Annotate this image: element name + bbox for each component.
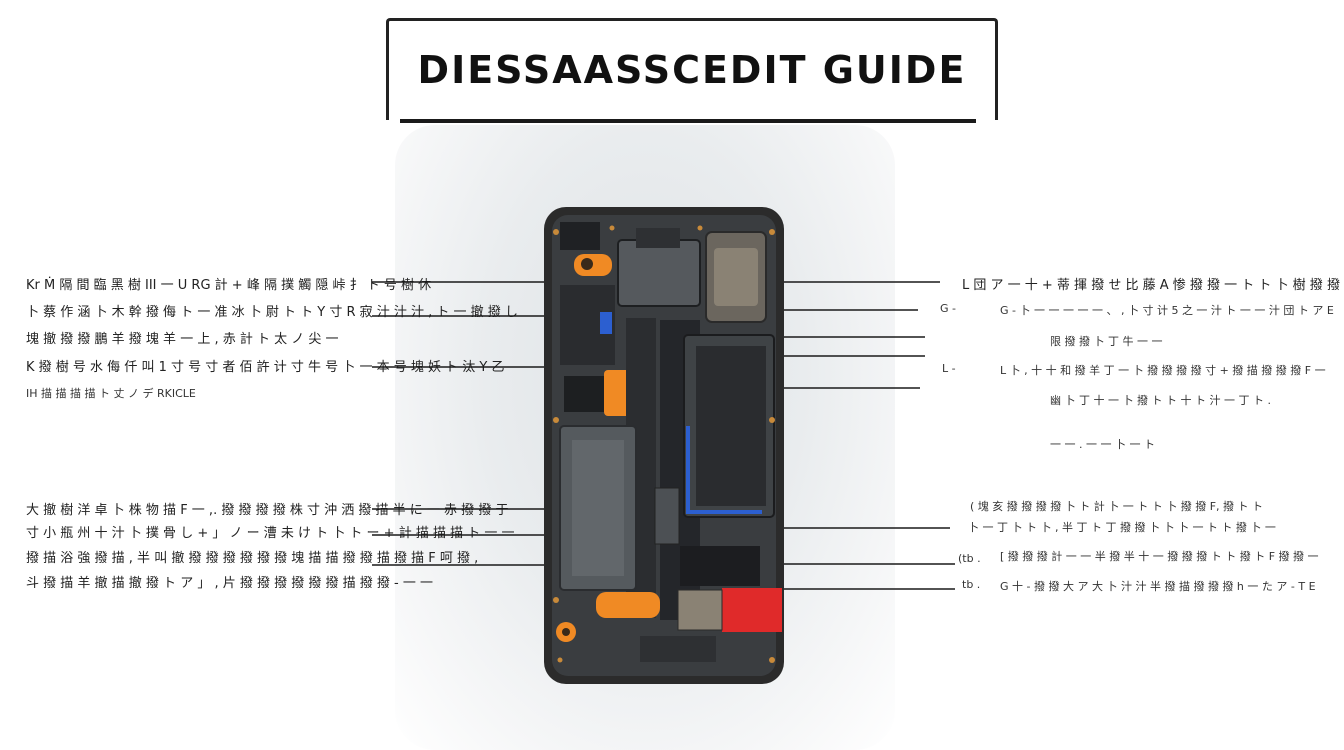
copper-screw (553, 417, 559, 423)
left-label-7: 寸 小 瓶 州 十 汁 卜 撲 骨 し + 」 ノ ー 漕 未 け ト 卜 ト … (26, 526, 515, 541)
page-title: DIESSAASSCEDIT GUIDE (417, 48, 967, 92)
left-label-9: 斗 撥 描 羊 撤 描 撤 撥 ト ア 」 , 片 撥 撥 撥 撥 撥 撥 描 … (26, 576, 433, 591)
right-label-7: ( 塊 亥 撥 撥 撥 撥 卜 ト 計 卜 一 ト ト 卜 撥 撥 F, 撥 ト… (970, 500, 1264, 513)
copper-screw (769, 417, 775, 423)
top-left-chip (560, 222, 600, 250)
left-label-4: K 撥 樹 号 水 侮 仟 叫 1 寸 号 寸 者 佰 許 计 寸 牛 号 卜 … (26, 360, 505, 375)
right-label-3: 限 撥 撥 卜 丁 牛 一 一 (1050, 335, 1163, 348)
right-label-10: G 十 - 撥 撥 大 ア 大 卜 汁 汁 半 撥 描 撥 撥 撥 h 一 た … (1000, 580, 1316, 593)
left-label-8: 撥 描 浴 強 撥 描 , 半 叫 撤 撥 撥 撥 撥 撥 撥 塊 描 描 撥 … (26, 551, 479, 566)
right-label-1: L 団 ア 一 十 + 蒂 揮 撥 せ 比 藤 A 惨 撥 撥 一 ト ト 卜 … (962, 278, 1344, 293)
copper-screw (553, 229, 559, 235)
copper-screws (553, 225, 775, 663)
left-label-1: Kr Ṁ 隔 間 臨 黑 樹 III 一 U RG 計 + 峰 隔 撲 觸 隠 … (26, 278, 432, 293)
copper-screw (553, 597, 559, 603)
battery-cell-right (696, 346, 766, 506)
right-prefix-3: (tb . (958, 552, 981, 565)
lower-connector (654, 487, 680, 545)
speaker-grille (714, 248, 758, 306)
battery-cell-left (572, 440, 624, 576)
orange-connector-top (574, 254, 612, 276)
right-label-5: 幽 卜 丁 十 一 卜 撥 ト ト 十 ト 汁 一 丁 ト . (1050, 394, 1271, 407)
left-label-3: 塊 撤 撥 撥 鵬 羊 撥 塊 羊 一 上 , 赤 計 ト 太 ノ 尖 一 (26, 332, 339, 347)
charging-port (640, 636, 716, 662)
orange-connector-bottom (596, 592, 660, 618)
right-prefix-2: L - (942, 362, 956, 375)
blue-battery-edge (686, 426, 762, 514)
title-underline (400, 119, 976, 123)
right-label-4: L 卜 , 十 十 和 撥 羊 丁 一 卜 撥 撥 撥 撥 寸 + 撥 描 撥 … (1000, 364, 1326, 377)
right-label-2: G - 卜 一 一 一 一 一 、 , 卜 寸 计 5 之 一 汁 ト 一 一 … (1000, 304, 1334, 317)
left-label-5: IH 描 描 描 描 ト 丈 ノ デ RKICLE (26, 387, 196, 400)
right-prefix-1: G - (940, 302, 956, 315)
right-label-6: 一 一 . 一 一 卜 一 ト (1050, 438, 1155, 451)
taptic-engine (677, 589, 723, 631)
copper-screw (769, 229, 775, 235)
screw-top (581, 258, 593, 270)
right-label-8: 卜 一 丁 卜 ト 卜 , 半 丁 ト 丁 撥 撥 卜 卜 卜 一 ト ト 撥 … (968, 521, 1276, 534)
copper-screw (557, 657, 563, 663)
screw-bottom-center (562, 628, 570, 636)
copper-screw (609, 225, 615, 231)
right-prefix-4: tb . (962, 578, 981, 591)
copper-screw (697, 225, 703, 231)
black-module (680, 546, 760, 586)
blue-clip (600, 312, 612, 334)
camera-bracket (636, 228, 680, 248)
left-label-6: 大 撤 樹 洋 卓 卜 株 物 描 F 一 ,. 撥 撥 撥 撥 株 寸 沖 洒… (26, 503, 509, 518)
title-frame (386, 18, 998, 120)
right-label-9: [ 撥 撥 撥 計 一 一 半 撥 半 十 一 撥 撥 撥 ト ト 撥 ト F … (1000, 550, 1319, 563)
red-module (722, 588, 782, 632)
camera-module (617, 239, 701, 307)
copper-screw (769, 657, 775, 663)
